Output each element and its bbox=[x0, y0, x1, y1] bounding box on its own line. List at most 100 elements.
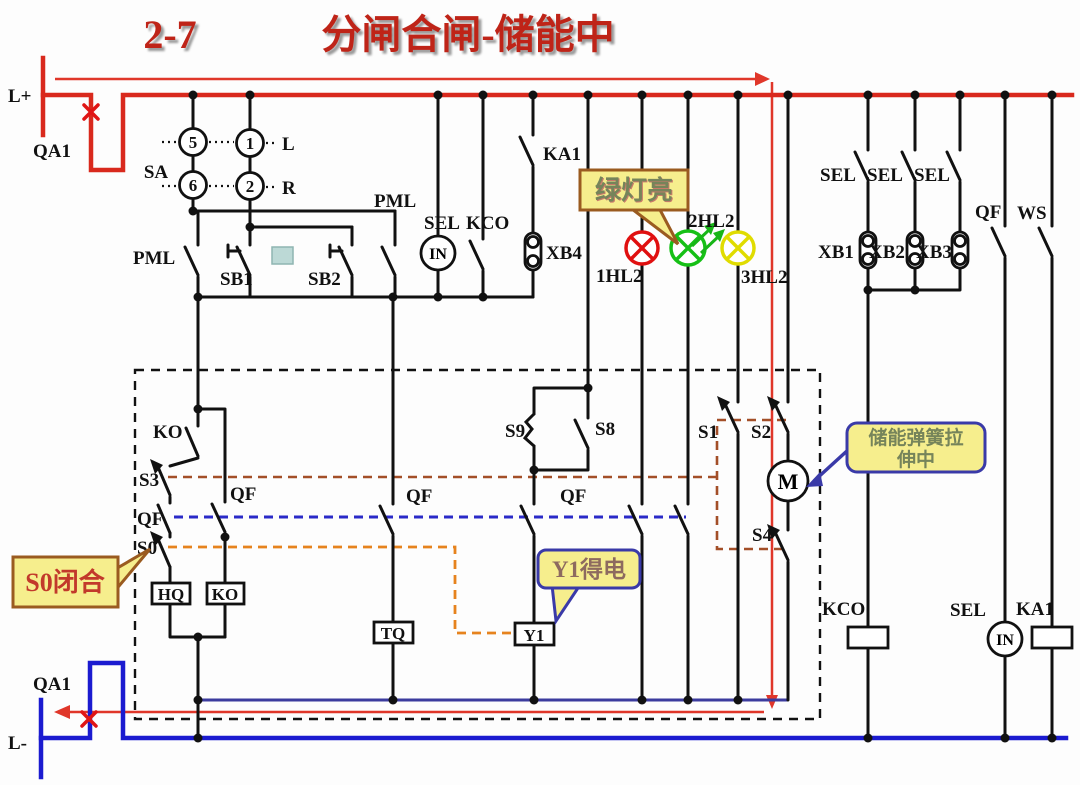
s1-contact bbox=[723, 402, 740, 434]
motor-label: M bbox=[778, 469, 799, 494]
tq-coil-box bbox=[372, 620, 415, 645]
sa-dotted-leaders bbox=[162, 140, 277, 189]
in-meter-bottom-label: IN bbox=[996, 632, 1014, 649]
s1-s2-dashed-box bbox=[715, 418, 786, 551]
qf-contact-red-lamp-col bbox=[627, 504, 644, 536]
s2-contact bbox=[773, 402, 790, 434]
components bbox=[150, 127, 1074, 658]
sel-contact-1 bbox=[853, 150, 870, 182]
callout-green-lamp-text: 绿灯亮 bbox=[595, 175, 673, 205]
hl1-label: 1HL2 bbox=[596, 266, 642, 287]
labels: L+ QA1 L- QA1 SA 5 1 6 2 L R PML PML SB1… bbox=[8, 86, 1054, 754]
hq-coil-label: HQ bbox=[158, 585, 184, 604]
ko-coil-label: KO bbox=[212, 585, 238, 604]
callout-y1: Y1得电 bbox=[536, 548, 642, 626]
s9-contact bbox=[522, 412, 536, 448]
l-plus-label: L+ bbox=[8, 86, 32, 107]
s8-label: S8 bbox=[595, 419, 615, 440]
qa1-top-x-icon bbox=[82, 103, 100, 121]
title: 2-7 分闸合闸-储能中 bbox=[143, 12, 614, 57]
s2-arrow-icon bbox=[767, 396, 780, 411]
s4-contact bbox=[773, 530, 790, 562]
sb2-actuator-icon bbox=[328, 243, 344, 259]
qf-contact-tq bbox=[378, 504, 395, 536]
callout-spring-text-1: 储能弹簧拉 bbox=[868, 426, 963, 449]
kco-contact bbox=[468, 239, 485, 271]
in-meter-top bbox=[419, 234, 457, 272]
arrow-right-icon bbox=[755, 72, 770, 86]
sa-contact-6 bbox=[178, 170, 208, 200]
sel-bottom-label: SEL bbox=[950, 600, 986, 621]
qf-mid-label: QF bbox=[560, 486, 586, 507]
s0-contact bbox=[156, 537, 172, 569]
s8-contact bbox=[573, 418, 590, 450]
negative-bus bbox=[38, 660, 1069, 741]
negative-rails bbox=[38, 660, 1069, 780]
ka1-top-label: KA1 bbox=[543, 144, 581, 165]
ka1-coil-box bbox=[1030, 625, 1074, 650]
s1-label: S1 bbox=[698, 422, 718, 443]
sa-l-label: L bbox=[282, 134, 295, 155]
arrow-left-icon bbox=[54, 705, 70, 719]
cyan-marker bbox=[271, 246, 294, 265]
xb4-fuse bbox=[523, 231, 543, 272]
s3-contact bbox=[156, 465, 172, 497]
qf-right-contact bbox=[990, 226, 1007, 258]
y1-coil-box bbox=[513, 621, 556, 647]
qf-contact-hq-branch bbox=[156, 503, 172, 535]
s4-arrow-icon bbox=[767, 524, 780, 539]
sa-6: 6 bbox=[189, 176, 198, 195]
linkage-lines bbox=[168, 475, 717, 635]
callout-spring: 储能弹簧拉 伸中 bbox=[806, 421, 987, 487]
callout-green-lamp: 绿灯亮 bbox=[578, 168, 690, 246]
title-text: 分闸合闸-储能中 bbox=[321, 12, 614, 57]
s2-label: S2 bbox=[751, 422, 771, 443]
ko-coil-box bbox=[205, 581, 246, 606]
motor-circle bbox=[766, 459, 810, 503]
arrow-down-icon bbox=[766, 695, 778, 709]
ko-contact-label: KO bbox=[153, 422, 183, 443]
sel-top-label: SEL bbox=[424, 213, 460, 234]
lamp-3hl2 bbox=[720, 230, 756, 266]
callout-y1-text: Y1得电 bbox=[552, 556, 626, 582]
contacts bbox=[150, 135, 1054, 569]
l-minus-label: L- bbox=[8, 733, 27, 754]
pml-left-contact bbox=[183, 245, 200, 277]
sa-label: SA bbox=[144, 162, 169, 183]
hl2-label: 2HL2 bbox=[688, 211, 734, 232]
sa-1: 1 bbox=[246, 134, 255, 153]
sb1-actuator-icon bbox=[226, 243, 242, 259]
sel2-label: SEL bbox=[867, 165, 903, 186]
ka1-contact bbox=[518, 135, 535, 167]
callout-spring-text-2: 伸中 bbox=[896, 448, 935, 471]
qf-contact-mid bbox=[519, 504, 536, 536]
s0-to-y1-linkage-line bbox=[168, 545, 513, 635]
sa-contact-1 bbox=[235, 128, 265, 158]
sel-contact-3 bbox=[945, 150, 962, 182]
qa1-bottom-x-icon bbox=[80, 710, 98, 728]
ws-contact bbox=[1037, 226, 1054, 258]
lamp-2hl2 bbox=[669, 229, 707, 267]
s3-label: S3 bbox=[139, 470, 159, 491]
lamp-on-arrow-icon bbox=[690, 222, 725, 255]
qa1-top-label: QA1 bbox=[33, 141, 71, 162]
callout-s0: S0闭合 bbox=[11, 547, 152, 609]
s3-arrow-icon bbox=[150, 459, 163, 474]
qf-contact-green-lamp-col bbox=[673, 504, 690, 536]
callout-s0-text: S0闭合 bbox=[25, 567, 105, 597]
s0-arrow-icon bbox=[150, 531, 163, 546]
xb3-fuse bbox=[950, 230, 970, 270]
sa-r-label: R bbox=[282, 178, 296, 199]
kco-coil-label: KCO bbox=[822, 599, 865, 620]
qf-left-label: QF bbox=[137, 509, 163, 530]
ka1-coil-label: KA1 bbox=[1016, 599, 1054, 620]
qf-ko-branch-label: QF bbox=[230, 484, 256, 505]
kco-top-label: KCO bbox=[466, 213, 509, 234]
sb2-label: SB2 bbox=[308, 269, 341, 290]
sel3-label: SEL bbox=[914, 165, 950, 186]
qf-top-label: QF bbox=[975, 202, 1001, 223]
in-meter-top-label: IN bbox=[429, 246, 447, 263]
s1-arrow-icon bbox=[717, 396, 730, 411]
